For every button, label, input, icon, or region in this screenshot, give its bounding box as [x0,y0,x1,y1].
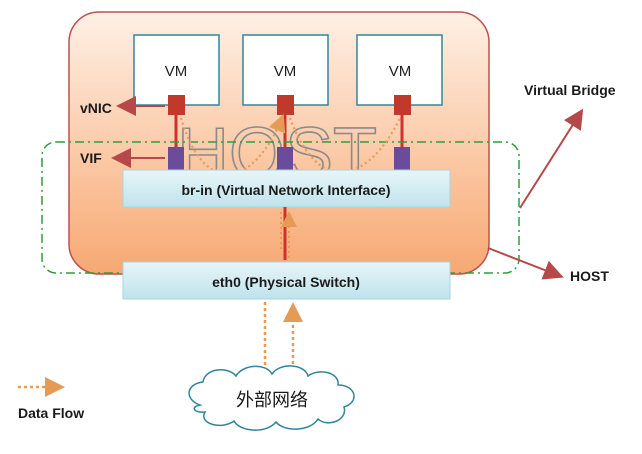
virtual-bridge-callout-arrow [519,108,584,209]
physical-switch-bar [122,261,451,300]
host-callout-arrow [487,247,564,280]
bridge-label: br-in (Virtual Network Interface) [181,182,390,198]
vif-port-3 [394,147,410,171]
vm-box-1: VM [133,34,220,106]
vif-port-1 [168,147,184,171]
vnic-port-2 [277,95,294,115]
vm-box-3: VM [356,34,443,106]
virtual-bridge-callout: Virtual Bridge [524,82,616,98]
vm-label: VM [165,63,188,80]
physical-switch-label: eth0 (Physical Switch) [212,274,360,290]
vm-label: VM [389,63,412,80]
cloud-icon [188,365,355,431]
vnic-port-3 [394,95,411,115]
vnic-callout: vNIC [80,100,112,116]
vm-label: VM [274,63,297,80]
vm-box-2: VM [242,34,329,106]
host-callout: HOST [570,268,609,284]
bridge-bar [122,169,451,208]
vif-port-2 [277,147,293,171]
data-flow-legend-label: Data Flow [18,405,84,421]
vnic-port-1 [168,95,185,115]
vif-callout: VIF [80,150,102,166]
cloud-label: 外部网络 [236,390,308,411]
